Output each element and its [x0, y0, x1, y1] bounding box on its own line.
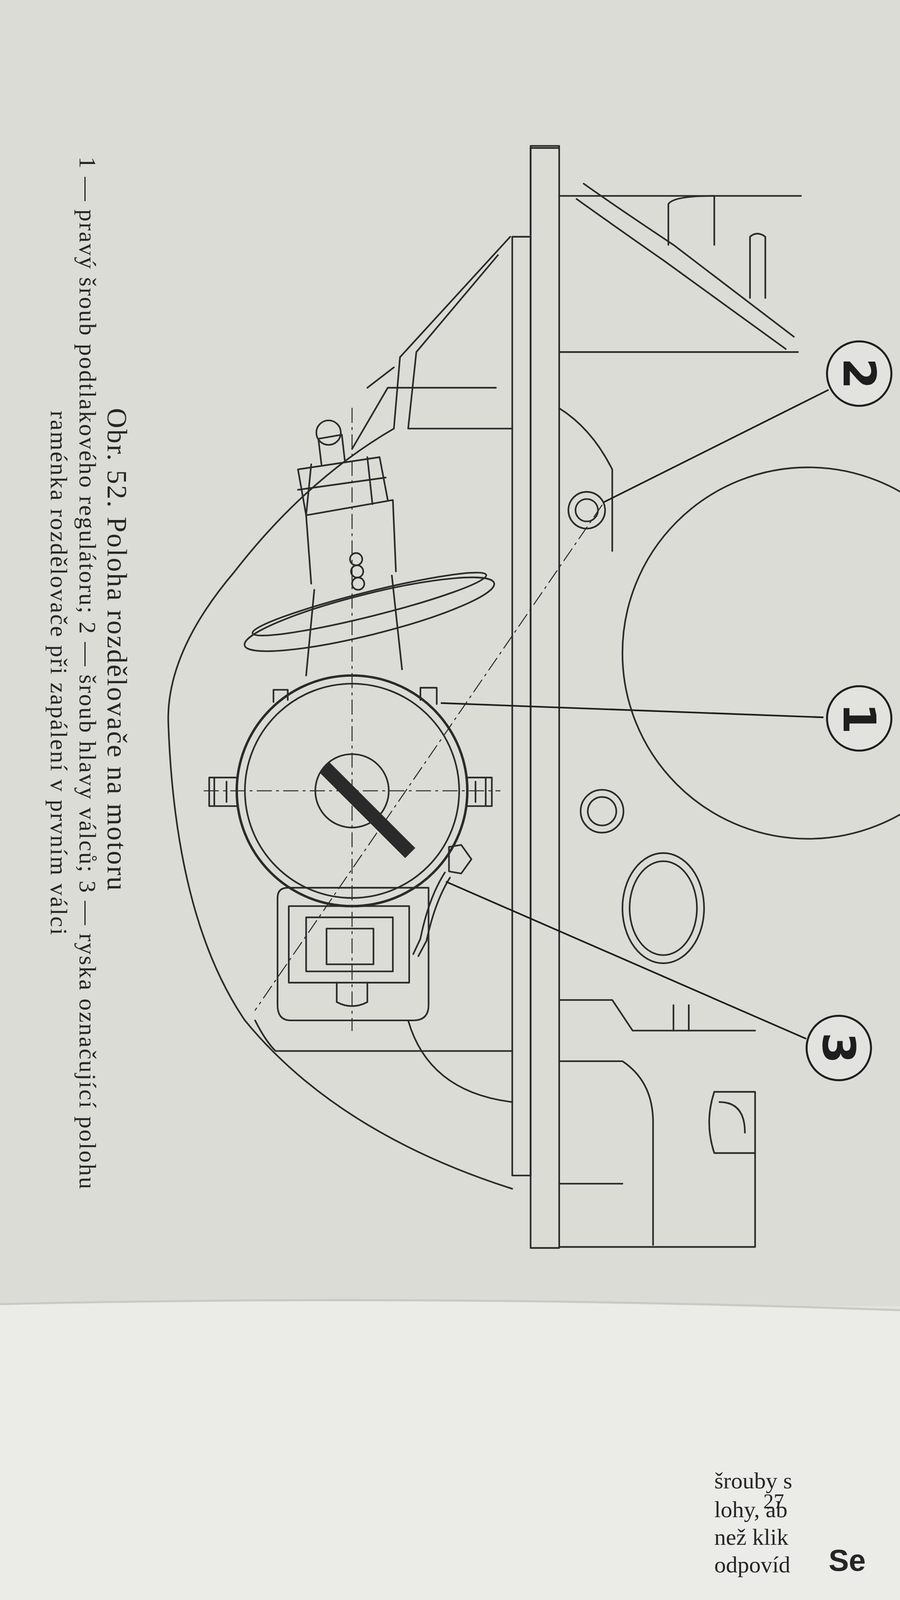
body-text-fragment: lohy, ab — [714, 1496, 788, 1523]
page-heading-fragment: Se — [828, 1542, 866, 1578]
callout-number: 3 — [816, 1032, 862, 1064]
callout-number: 1 — [836, 702, 882, 734]
figure-caption: Obr. 52. Poloha rozdělovače na motoru — [100, 408, 133, 1010]
callout-circle: 3 — [805, 1014, 872, 1082]
callout-number: 2 — [836, 358, 882, 390]
body-text-fragment: šrouby s — [714, 1467, 793, 1494]
callout-circle: 2 — [826, 340, 893, 407]
callout-circle: 1 — [826, 685, 893, 752]
body-text-fragment: než klik — [714, 1523, 789, 1551]
body-text-fragment: odpovíd — [714, 1551, 791, 1578]
figure-key: 1 — pravý šroub podtlakového regulátoru;… — [44, 142, 102, 1204]
